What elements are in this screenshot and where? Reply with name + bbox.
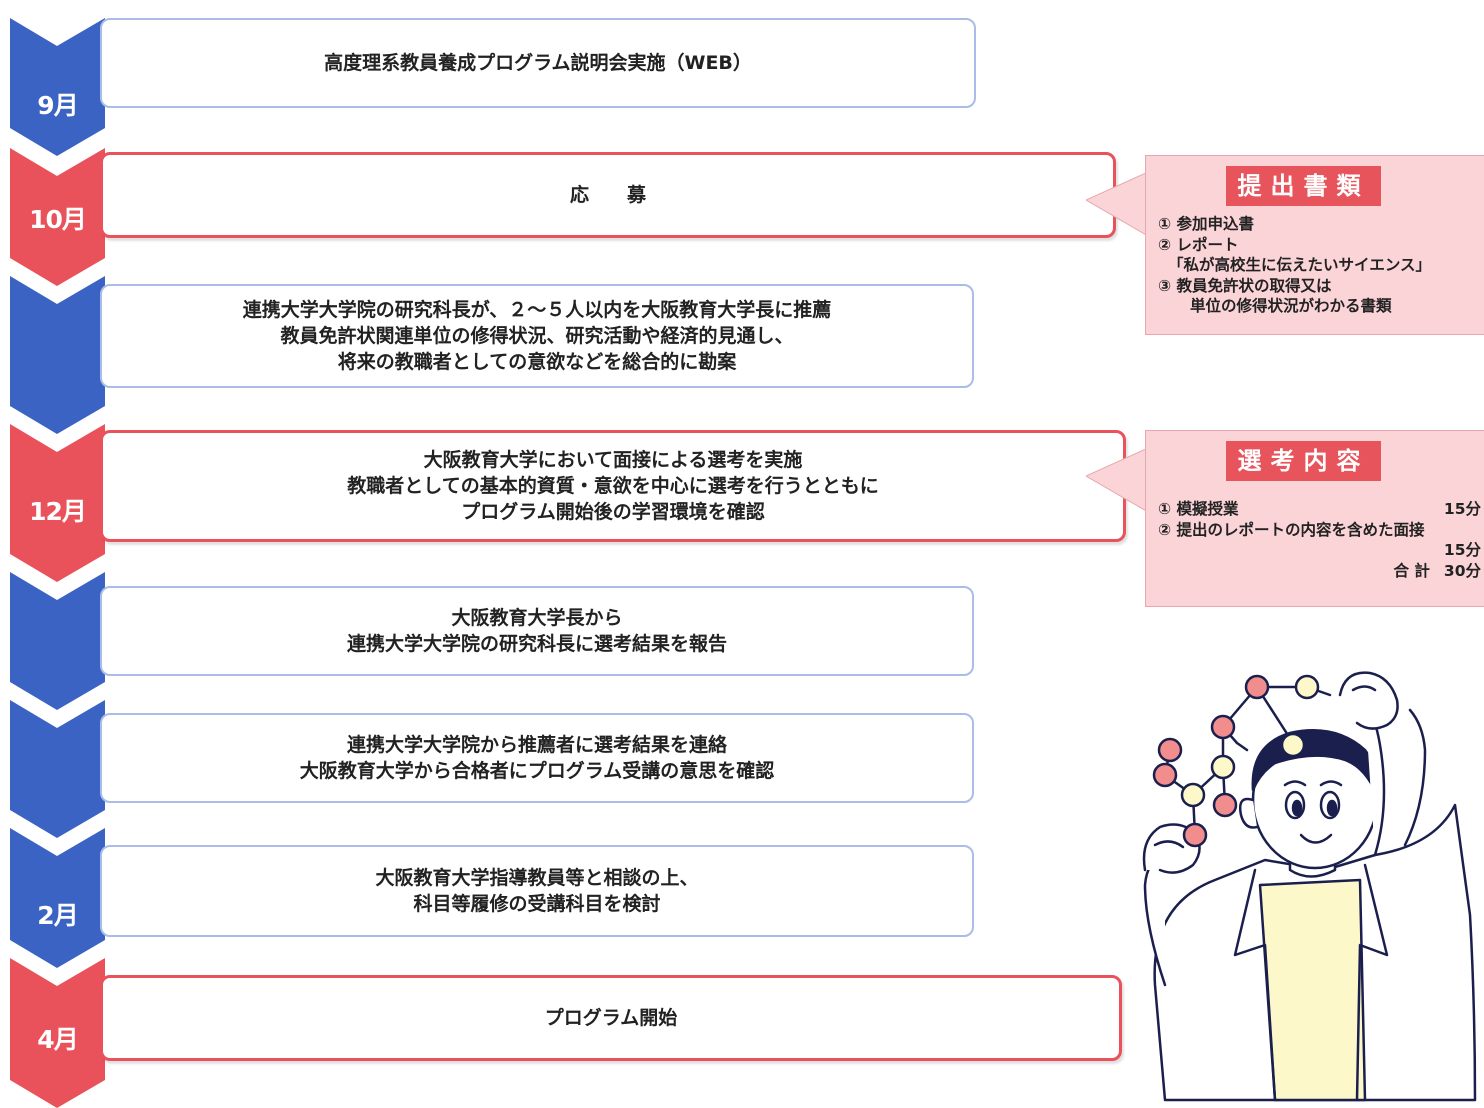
- month-label-sep: 9月: [37, 91, 78, 120]
- step-box-notify: 連携大学大学院から推薦者に選考結果を連絡 大阪教育大学から合格者にプログラム受講…: [100, 713, 974, 803]
- documents-item: ② レポート: [1158, 235, 1239, 254]
- step-box-report: 大阪教育大学長から 連携大学大学院の研究科長に選考結果を報告: [100, 586, 974, 676]
- selection-total-label: 合 計: [1393, 561, 1430, 580]
- selection-item: ② 提出のレポートの内容を含めた面接: [1158, 520, 1481, 541]
- chevron-feb: 2月: [10, 828, 105, 968]
- chevron-jan-b: [10, 700, 105, 838]
- documents-item: ① 参加申込書: [1158, 215, 1255, 233]
- chevron-oct: 10月: [10, 148, 105, 286]
- chevron-jan-a: [10, 572, 105, 710]
- step-box-application: 応 募: [100, 152, 1116, 238]
- documents-list: ① 参加申込書 ② レポート 「私が高校生に伝えたいサイエンス」 ③ 教員免許状…: [1158, 214, 1481, 317]
- selection-total: 合 計 30分: [1158, 561, 1481, 582]
- chevron-nov: [10, 276, 105, 434]
- documents-callout: 提出書類 ① 参加申込書 ② レポート 「私が高校生に伝えたいサイエンス」 ③ …: [1145, 155, 1484, 335]
- step-box-consult: 大阪教育大学指導教員等と相談の上、 科目等履修の受講科目を検討: [100, 845, 974, 937]
- month-label-apr: 4月: [37, 1025, 78, 1054]
- selection-item-label: ① 模擬授業: [1158, 500, 1239, 518]
- step-box-start: プログラム開始: [100, 975, 1122, 1061]
- chevron-dec: 12月: [10, 424, 105, 582]
- month-label-dec: 12月: [29, 497, 87, 526]
- chevron-sep: 9月: [10, 18, 105, 156]
- selection-item: ① 模擬授業 15分: [1158, 499, 1481, 520]
- selection-item-time-row: 15分: [1158, 540, 1481, 561]
- callout-tail-documents: [1086, 172, 1148, 236]
- month-label-feb: 2月: [37, 901, 78, 930]
- step-box-recommendation: 連携大学大学院の研究科長が、２～５人以内を大阪教育大学長に推薦 教員免許状関連単…: [100, 284, 974, 388]
- documents-title: 提出書類: [1226, 166, 1381, 206]
- selection-list: ① 模擬授業 15分 ② 提出のレポートの内容を含めた面接 15分 合 計 30…: [1158, 499, 1481, 581]
- chevron-apr: 4月: [10, 958, 105, 1108]
- documents-item: ③ 教員免許状の取得又は: [1158, 276, 1332, 295]
- documents-item: 単位の修得状況がわかる書類: [1190, 297, 1392, 316]
- step-box-briefing: 高度理系教員養成プログラム説明会実施（WEB）: [100, 18, 976, 108]
- documents-item: 「私が高校生に伝えたいサイエンス」: [1168, 256, 1432, 275]
- selection-title: 選考内容: [1226, 441, 1381, 481]
- selection-item-time: 15分: [1443, 500, 1481, 518]
- selection-item-label: ② 提出のレポートの内容を含めた面接: [1158, 520, 1425, 539]
- month-label-oct: 10月: [29, 205, 87, 234]
- scientist-illustration: [1142, 671, 1477, 1102]
- step-box-interview: 大阪教育大学において面接による選考を実施 教職者としての基本的資質・意欲を中心に…: [100, 430, 1126, 542]
- selection-total-time: 30分: [1443, 561, 1481, 580]
- callout-tail-selection: [1086, 448, 1148, 512]
- selection-callout: 選考内容 ① 模擬授業 15分 ② 提出のレポートの内容を含めた面接 15分 合…: [1145, 430, 1484, 607]
- selection-item-time: 15分: [1443, 541, 1481, 560]
